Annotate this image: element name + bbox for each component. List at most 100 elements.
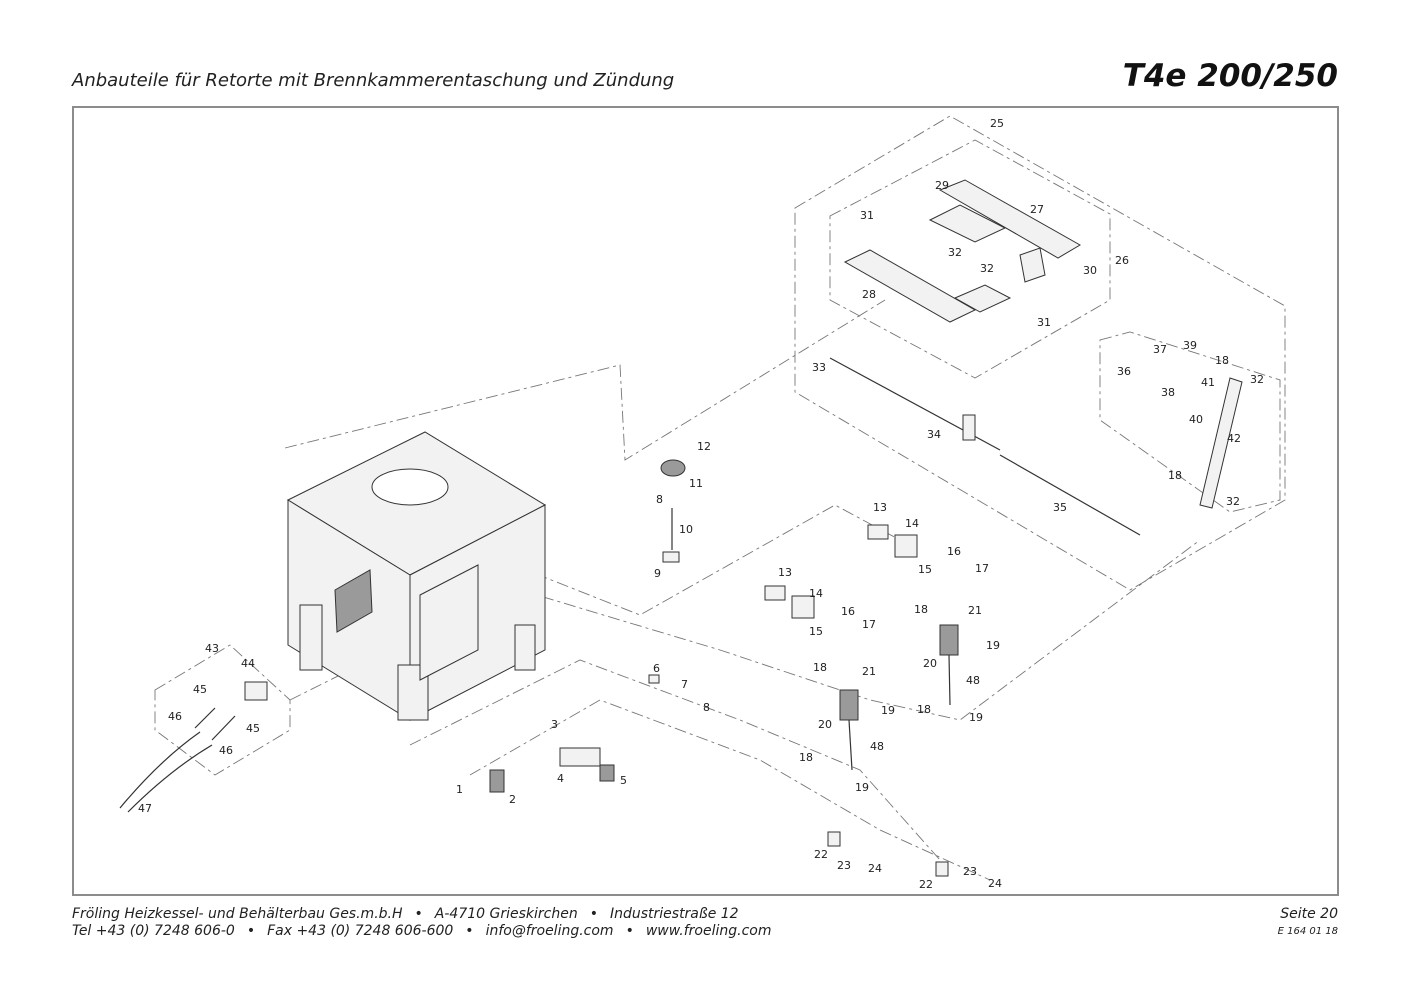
assembly-outline-25 — [794, 115, 1286, 591]
part-22b — [935, 861, 949, 877]
callout-45: 45 — [246, 722, 260, 735]
callout-17: 17 — [975, 562, 989, 575]
callout-13: 13 — [873, 501, 887, 514]
callout-22: 22 — [919, 878, 933, 891]
footer-contact-line: Tel +43 (0) 7248 606-0 • Fax +43 (0) 7248 … — [72, 923, 772, 939]
callout-34: 34 — [927, 428, 941, 441]
callout-44: 44 — [241, 657, 255, 670]
city: A-4710 Grieskirchen — [434, 906, 578, 922]
callout-43: 43 — [205, 642, 219, 655]
ignition-assembly — [119, 681, 268, 813]
callout-31: 31 — [860, 209, 874, 222]
callout-26: 26 — [1115, 254, 1129, 267]
part-22a — [827, 831, 841, 847]
callout-16: 16 — [841, 605, 855, 618]
callout-11: 11 — [689, 477, 703, 490]
document-code: E 164 01 18 — [1277, 926, 1338, 937]
footer-address-line: Fröling Heizkessel- und Behälterbau Ges.… — [72, 906, 739, 922]
callout-32: 32 — [1250, 373, 1264, 386]
callout-1: 1 — [456, 783, 463, 796]
callout-25: 25 — [990, 117, 1004, 130]
callout-33: 33 — [812, 361, 826, 374]
callout-2: 2 — [509, 793, 516, 806]
assembly-outline-43 — [154, 644, 291, 776]
callout-39: 39 — [1183, 339, 1197, 352]
callout-32: 32 — [1226, 495, 1240, 508]
grate-frame-27 — [928, 179, 1081, 259]
callout-38: 38 — [1161, 386, 1175, 399]
phone: Tel +43 (0) 7248 606-0 — [72, 923, 235, 939]
callout-29: 29 — [935, 179, 949, 192]
drawing-subtitle: Anbauteile für Retorte mit Brennkammeren… — [72, 70, 675, 91]
leader-box-right — [519, 539, 1201, 721]
callout-23: 23 — [837, 859, 851, 872]
callout-32: 32 — [948, 246, 962, 259]
callout-5: 5 — [620, 774, 627, 787]
grate-frame-28 — [843, 247, 1046, 323]
bracket-4 — [559, 747, 601, 767]
callout-19: 19 — [986, 639, 1000, 652]
callout-6: 6 — [653, 662, 660, 675]
drawing-frame — [72, 106, 1339, 896]
callout-18: 18 — [1168, 469, 1182, 482]
shaft-34 — [829, 357, 1141, 536]
callout-4: 4 — [557, 772, 564, 785]
actuator-20a — [839, 689, 859, 721]
part-13b — [764, 585, 786, 601]
website-link[interactable]: www.froeling.com — [645, 923, 772, 939]
callout-27: 27 — [1030, 203, 1044, 216]
assembly-outline-26 — [829, 139, 1111, 379]
assembly-outline-36-42 — [1099, 331, 1281, 513]
boiler-body — [286, 431, 547, 721]
callout-9: 9 — [654, 567, 661, 580]
callout-15: 15 — [809, 625, 823, 638]
callout-47: 47 — [138, 802, 152, 815]
callout-36: 36 — [1117, 365, 1131, 378]
callout-18: 18 — [914, 603, 928, 616]
callout-23: 23 — [963, 865, 977, 878]
part-9 — [662, 551, 680, 563]
part-13a — [867, 524, 889, 540]
part-14a — [894, 534, 918, 558]
callout-28: 28 — [862, 288, 876, 301]
callout-18: 18 — [813, 661, 827, 674]
company-name: Fröling Heizkessel- und Behälterbau Ges.… — [72, 906, 403, 922]
bullet: • — [246, 923, 256, 939]
callout-3: 3 — [551, 718, 558, 731]
callout-14: 14 — [809, 587, 823, 600]
callout-14: 14 — [905, 517, 919, 530]
callout-20: 20 — [923, 657, 937, 670]
callout-45: 45 — [193, 683, 207, 696]
fax: Fax +43 (0) 7248 606-600 — [267, 923, 454, 939]
leader-box-lower — [409, 659, 941, 861]
callout-21: 21 — [968, 604, 982, 617]
callout-42: 42 — [1227, 432, 1241, 445]
callout-32: 32 — [980, 262, 994, 275]
callout-24: 24 — [868, 862, 882, 875]
callout-18: 18 — [917, 703, 931, 716]
callout-18: 18 — [799, 751, 813, 764]
email-link[interactable]: info@froeling.com — [485, 923, 614, 939]
callout-46: 46 — [219, 744, 233, 757]
callout-19: 19 — [969, 711, 983, 724]
callout-35: 35 — [1053, 501, 1067, 514]
page-number: Seite 20 — [1280, 906, 1338, 922]
bullet: • — [414, 906, 423, 922]
callout-48: 48 — [966, 674, 980, 687]
part-14b — [791, 595, 815, 619]
callout-10: 10 — [679, 523, 693, 536]
leader-box-lower2 — [469, 699, 991, 881]
actuator-20b — [939, 624, 959, 656]
callout-41: 41 — [1201, 376, 1215, 389]
callout-48: 48 — [870, 740, 884, 753]
callout-37: 37 — [1153, 343, 1167, 356]
callout-21: 21 — [862, 665, 876, 678]
part-6 — [648, 674, 660, 684]
callout-16: 16 — [947, 545, 961, 558]
callout-19: 19 — [855, 781, 869, 794]
callout-31: 31 — [1037, 316, 1051, 329]
part-11 — [660, 459, 686, 477]
callout-20: 20 — [818, 718, 832, 731]
